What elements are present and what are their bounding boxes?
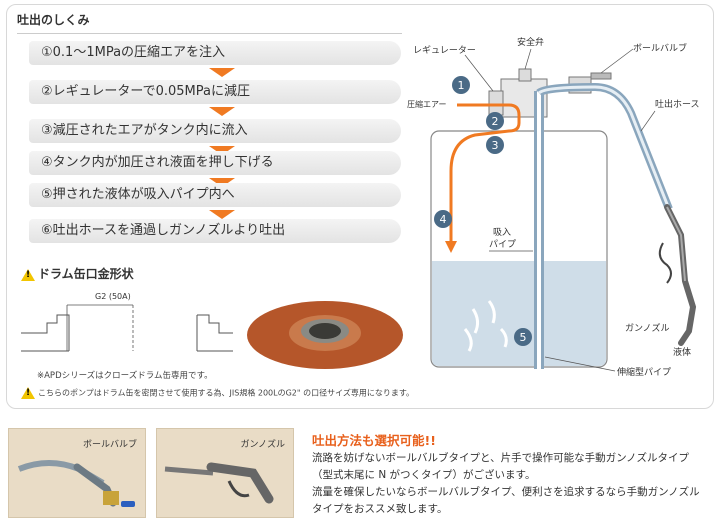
label-compressed-air: 圧縮エアー [407,99,447,109]
step-arrow [209,210,235,219]
step-marker-1 [452,76,470,94]
drum-mouth-cross-section: G2 (50A) [21,292,233,352]
label-suction-pipe-2: パイプ [489,239,516,250]
gun-nozzle-image [164,462,274,504]
dim-label: G2 (50A) [95,292,131,301]
ball-valve-photo-label: ボールバルブ [82,440,137,450]
step-marker-3 [486,136,504,154]
liquid-flow-arrow [463,328,473,352]
liquid-flow-arrow [487,300,496,324]
warning-line: !こちらのポンプはドラム缶を密閉させて使用する為、JIS規格 200LのG2" … [21,387,414,399]
label-liquid: 液体 [673,346,691,358]
drum-profile [21,314,233,351]
label-suction-pipe-1: 吸入 [493,227,511,238]
liquid [432,261,606,366]
step-marker-4 [434,210,452,228]
valve-lever [121,501,135,507]
mouth-opening [309,323,341,339]
gun-trigger [227,480,250,498]
mechanism-panel: 吐出のしくみ ①0.1～1MPaの圧縮エアを注入 ②レギュレーターで0.05MP… [6,4,714,409]
drum-mouth-photo [247,301,403,369]
step-arrow [209,68,235,77]
ball-valve-photo: ボールバルブ [8,428,146,518]
step-5: ⑤押された液体が吸入パイプ内へ [29,183,401,207]
label-safety-valve: 安全弁 [517,36,544,48]
step-2: ②レギュレーターで0.05MPaに減圧 [29,80,401,104]
step-marker-5 [514,328,532,346]
step-4: ④タンク内が加圧され液面を押し下げる [29,151,401,175]
selection-line-3: 流量を確保したいならボールバルブタイプ、便利さを追求するなら手動ガンノズル [312,486,700,498]
leader-telescopic-pipe [544,356,616,372]
gun-nozzle-photo: ガンノズル [156,428,294,518]
leader-discharge-hose [640,110,656,132]
ball-valve-handle [590,72,612,80]
label-telescopic-pipe: 伸縮型パイプ [617,366,671,378]
step-1: ①0.1～1MPaの圧縮エアを注入 [29,41,401,65]
leader-regulator [464,54,494,92]
step-3: ③減圧されたエアがタンク内に流入 [29,119,401,143]
svg-text:4: 4 [440,213,447,226]
drum-note: ※APDシリーズはクローズドラム缶専用です。 [37,371,213,381]
label-ball-valve: ボールバルブ [633,42,687,54]
pump-diagram: レギュレーター 安全弁 ボールバルブ 圧縮エアー 吐出ホース 吸入 パイプ ガン… [407,36,700,378]
section-title: 吐出のしくみ [17,13,90,27]
svg-text:1: 1 [458,79,465,92]
leader-ball-valve [600,48,634,74]
nozzle-spout [164,466,214,476]
selection-line-1: 流路を妨げないボールバルブタイプと、片手で操作可能な手動ガンノズルタイプ [312,452,690,464]
step-arrow [209,107,235,116]
air-flow-path [449,103,521,243]
step-6: ⑥吐出ホースを通過しガンノズルより吐出 [29,219,401,243]
label-discharge-hose: 吐出ホース [655,98,700,110]
regulator-body [488,90,504,116]
drum-section-title: !ドラム缶口金形状 [21,265,134,282]
liquid-flow-arrow [471,308,480,334]
warning-icon: ! [21,387,35,399]
step-arrow [209,178,235,187]
safety-valve [518,68,532,82]
svg-text:3: 3 [492,139,499,152]
svg-text:5: 5 [520,331,527,344]
warning-icon: ! [21,268,35,281]
discharge-hose-inner [537,85,671,210]
selection-line-4: タイプをおススメ致します。 [312,503,448,515]
svg-text:2: 2 [492,115,499,128]
gun-trigger [658,242,672,284]
brass-fitting [103,491,119,505]
selection-title: 吐出方法も選択可能!! [312,433,436,448]
ball-valve-nozzle-image [17,460,135,507]
leader-safety-valve [524,48,532,70]
air-flow-arrowhead [445,241,457,253]
label-regulator: レギュレーター [413,45,476,56]
gun-body [206,462,274,504]
gun-nozzle-highlight [666,206,686,282]
liquid-flow-arrow [499,327,508,348]
title-divider [17,33,402,34]
step-marker-2 [486,112,504,130]
selection-line-2: （型式末尾に N がつくタイプ）がございます。 [312,469,536,481]
gun-nozzle-photo-label: ガンノズル [240,440,285,450]
label-gun-nozzle: ガンノズル [625,322,670,334]
step-arrow [209,146,235,155]
